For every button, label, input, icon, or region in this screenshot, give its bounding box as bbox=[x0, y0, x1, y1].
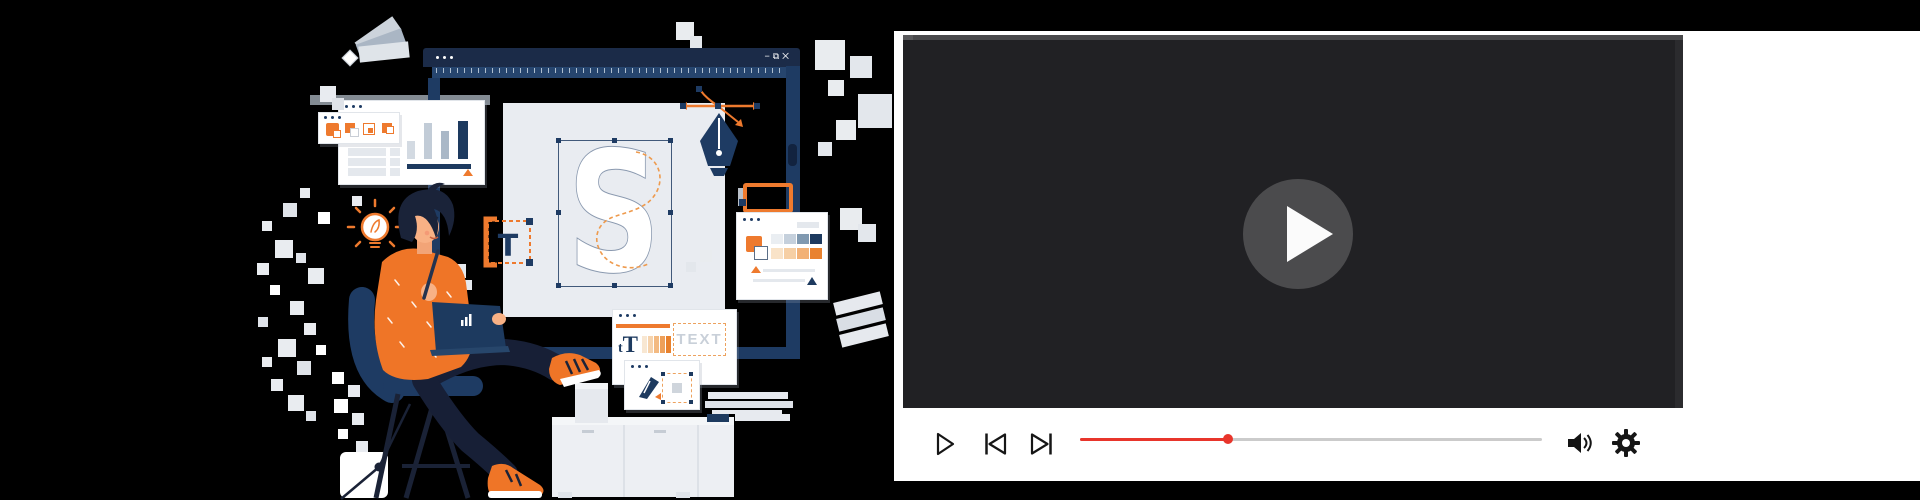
rectangle-anchor bbox=[739, 199, 746, 206]
progress-fill bbox=[1080, 438, 1228, 441]
mini-bar-chart bbox=[407, 121, 471, 159]
settings-button[interactable] bbox=[1611, 428, 1641, 458]
play-overlay-button[interactable] bbox=[1243, 179, 1353, 289]
volume-button[interactable] bbox=[1566, 430, 1594, 456]
play-button[interactable] bbox=[936, 432, 956, 456]
text-tool-icon: T bbox=[483, 216, 533, 268]
lightbulb-icon bbox=[346, 198, 404, 248]
pedestal bbox=[575, 383, 608, 423]
progress-bar[interactable] bbox=[1080, 434, 1542, 444]
minimize-icon[interactable]: − bbox=[764, 51, 773, 61]
designer-figure: T bbox=[340, 182, 601, 500]
speaker-icon bbox=[1568, 433, 1581, 453]
scroll-thumb[interactable] bbox=[788, 144, 797, 166]
letter-s: S bbox=[566, 115, 662, 311]
next-button[interactable] bbox=[1029, 432, 1053, 456]
video-player bbox=[894, 31, 1920, 481]
shelf-stack bbox=[700, 388, 800, 424]
control-bar bbox=[903, 408, 1693, 481]
designer-illustration: −⧉✕ S bbox=[0, 0, 910, 500]
ruler bbox=[432, 67, 788, 78]
window-controls: −⧉✕ bbox=[764, 51, 792, 62]
browser-dots bbox=[436, 56, 453, 59]
pen-tool-icon bbox=[595, 86, 760, 269]
restore-icon[interactable]: ⧉ bbox=[772, 51, 783, 61]
palette-window bbox=[736, 212, 828, 300]
browser-top-bar: −⧉✕ bbox=[423, 48, 800, 67]
previous-button[interactable] bbox=[984, 432, 1008, 456]
pen-icon bbox=[639, 377, 661, 400]
blue-swatches bbox=[771, 234, 822, 244]
rectangle-tool-icon bbox=[738, 188, 746, 206]
text-tool-letter: T bbox=[498, 229, 519, 264]
close-icon[interactable]: ✕ bbox=[782, 51, 792, 61]
shapes-window bbox=[318, 112, 400, 144]
text-placeholder: TEXT bbox=[676, 331, 723, 348]
sneaker bbox=[549, 353, 601, 387]
play-icon bbox=[1287, 206, 1333, 262]
dresser bbox=[552, 417, 734, 498]
rectangle-tool bbox=[743, 183, 793, 213]
pen-window bbox=[624, 360, 700, 410]
video-screen[interactable] bbox=[903, 35, 1683, 408]
video-top-strip bbox=[903, 35, 1683, 40]
progress-handle[interactable] bbox=[1222, 434, 1233, 444]
orange-swatches bbox=[771, 248, 822, 259]
sneaker-2 bbox=[487, 463, 544, 498]
gradient-bars bbox=[642, 336, 671, 353]
video-scrollbar[interactable] bbox=[1675, 40, 1683, 408]
type-sample: tT bbox=[618, 332, 639, 357]
